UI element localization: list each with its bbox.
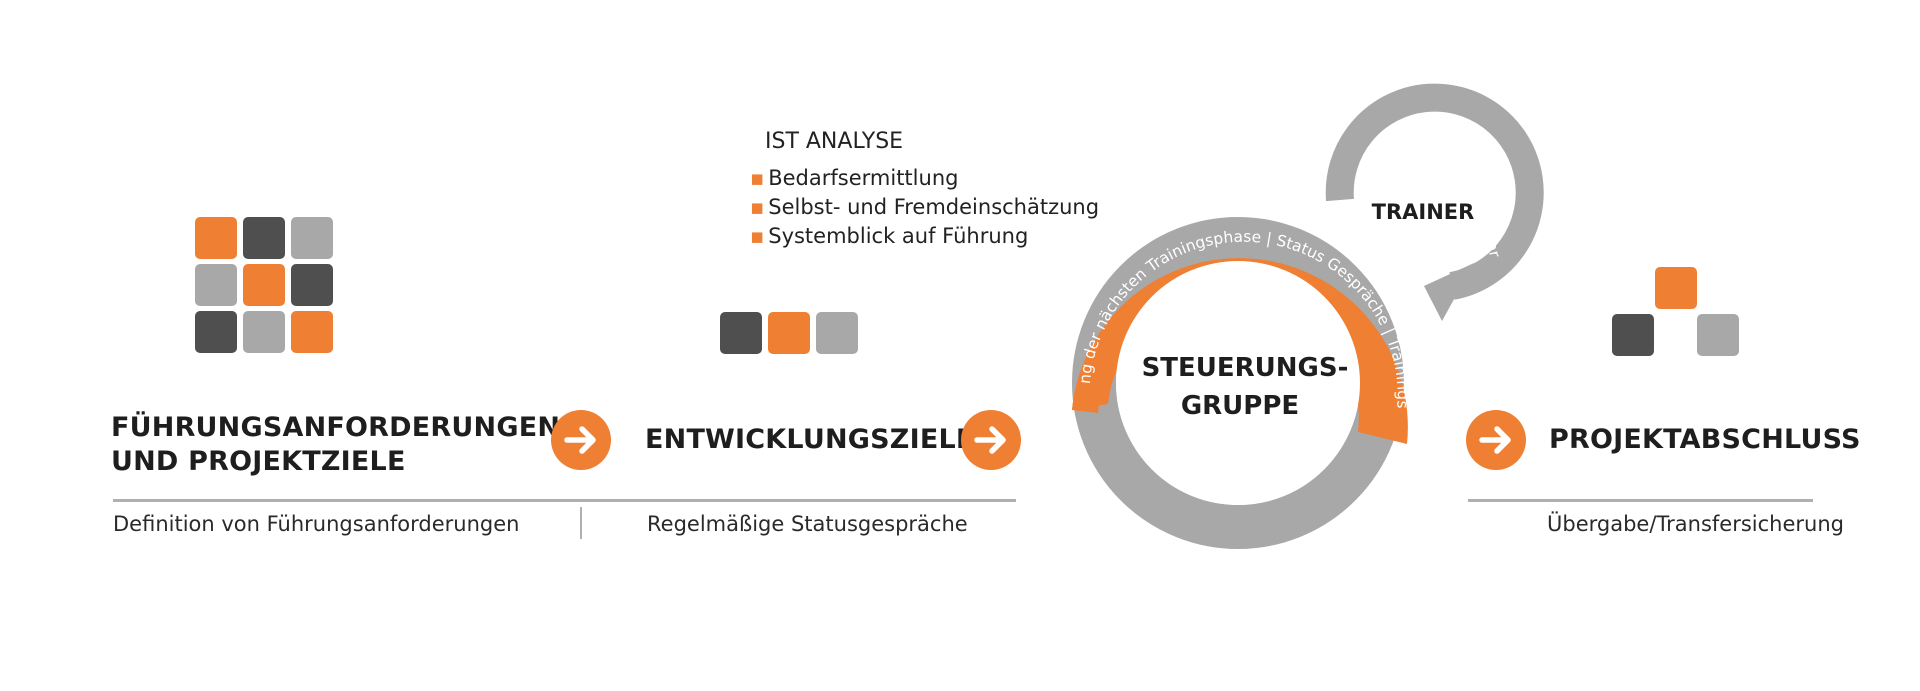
arrow-right-icon [1466,410,1526,470]
trainer-loop-arrowhead [1424,263,1474,321]
ist-analyse-item: ▪Bedarfsermittlung [750,166,959,190]
row-square [720,312,762,354]
grid-square [291,264,333,306]
ist-analyse-item: ▪Systemblick auf Führung [750,224,1029,248]
grid-square [291,217,333,259]
stage-title-entwicklung: ENTWICKLUNGSZIELE [645,424,975,455]
ist-analyse-title: IST ANALYSE [765,129,904,154]
divider-vertical [580,507,582,539]
divider-line-right [1468,499,1813,502]
divider-line-left [113,499,1016,502]
bullet-icon: ▪ [750,224,765,248]
ring-inner [1116,261,1360,505]
row-square [768,312,810,354]
row-squares-icon [720,312,860,356]
steuerung-label-line2: GRUPPE [1181,391,1299,421]
grid-square [291,311,333,353]
stage-title-anforderungen: FÜHRUNGSANFORDERUNGEN UND PROJEKTZIELE [111,412,561,477]
stage-subtitle-entwicklung: Regelmäßige Statusgespräche [647,512,968,536]
row-square [816,312,858,354]
grid-square [243,264,285,306]
grid-square [243,311,285,353]
arrow-right-icon [551,410,611,470]
pyramid-squares-icon [1612,267,1742,357]
trainer-label: TRAINER [1372,200,1475,224]
stage-subtitle-anforderungen: Definition von Führungsanforderungen [113,512,520,536]
arrow-right-icon [961,410,1021,470]
grid-square [195,264,237,306]
ist-analyse-item: ▪Selbst- und Fremdeinschätzung [750,195,1100,219]
bullet-icon: ▪ [750,166,765,190]
grid-square [195,311,237,353]
pyramid-square [1697,314,1739,356]
pyramid-square [1655,267,1697,309]
ist-analyse-list: ▪Bedarfsermittlung ▪Selbst- und Fremdein… [750,164,1099,251]
stage-title-abschluss: PROJEKTABSCHLUSS [1549,424,1861,455]
grid-squares-icon [195,217,335,357]
trainer-loop-label: Monatliche Trainerkonferenz [0,0,1504,260]
steuerung-label-line1: STEUERUNGS- [1142,353,1349,383]
stage-subtitle-abschluss: Übergabe/Transfersicherung [1547,512,1844,536]
pyramid-square [1612,314,1654,356]
grid-square [243,217,285,259]
bullet-icon: ▪ [750,195,765,219]
grid-square [195,217,237,259]
trainer-loop-arc [1325,83,1544,300]
